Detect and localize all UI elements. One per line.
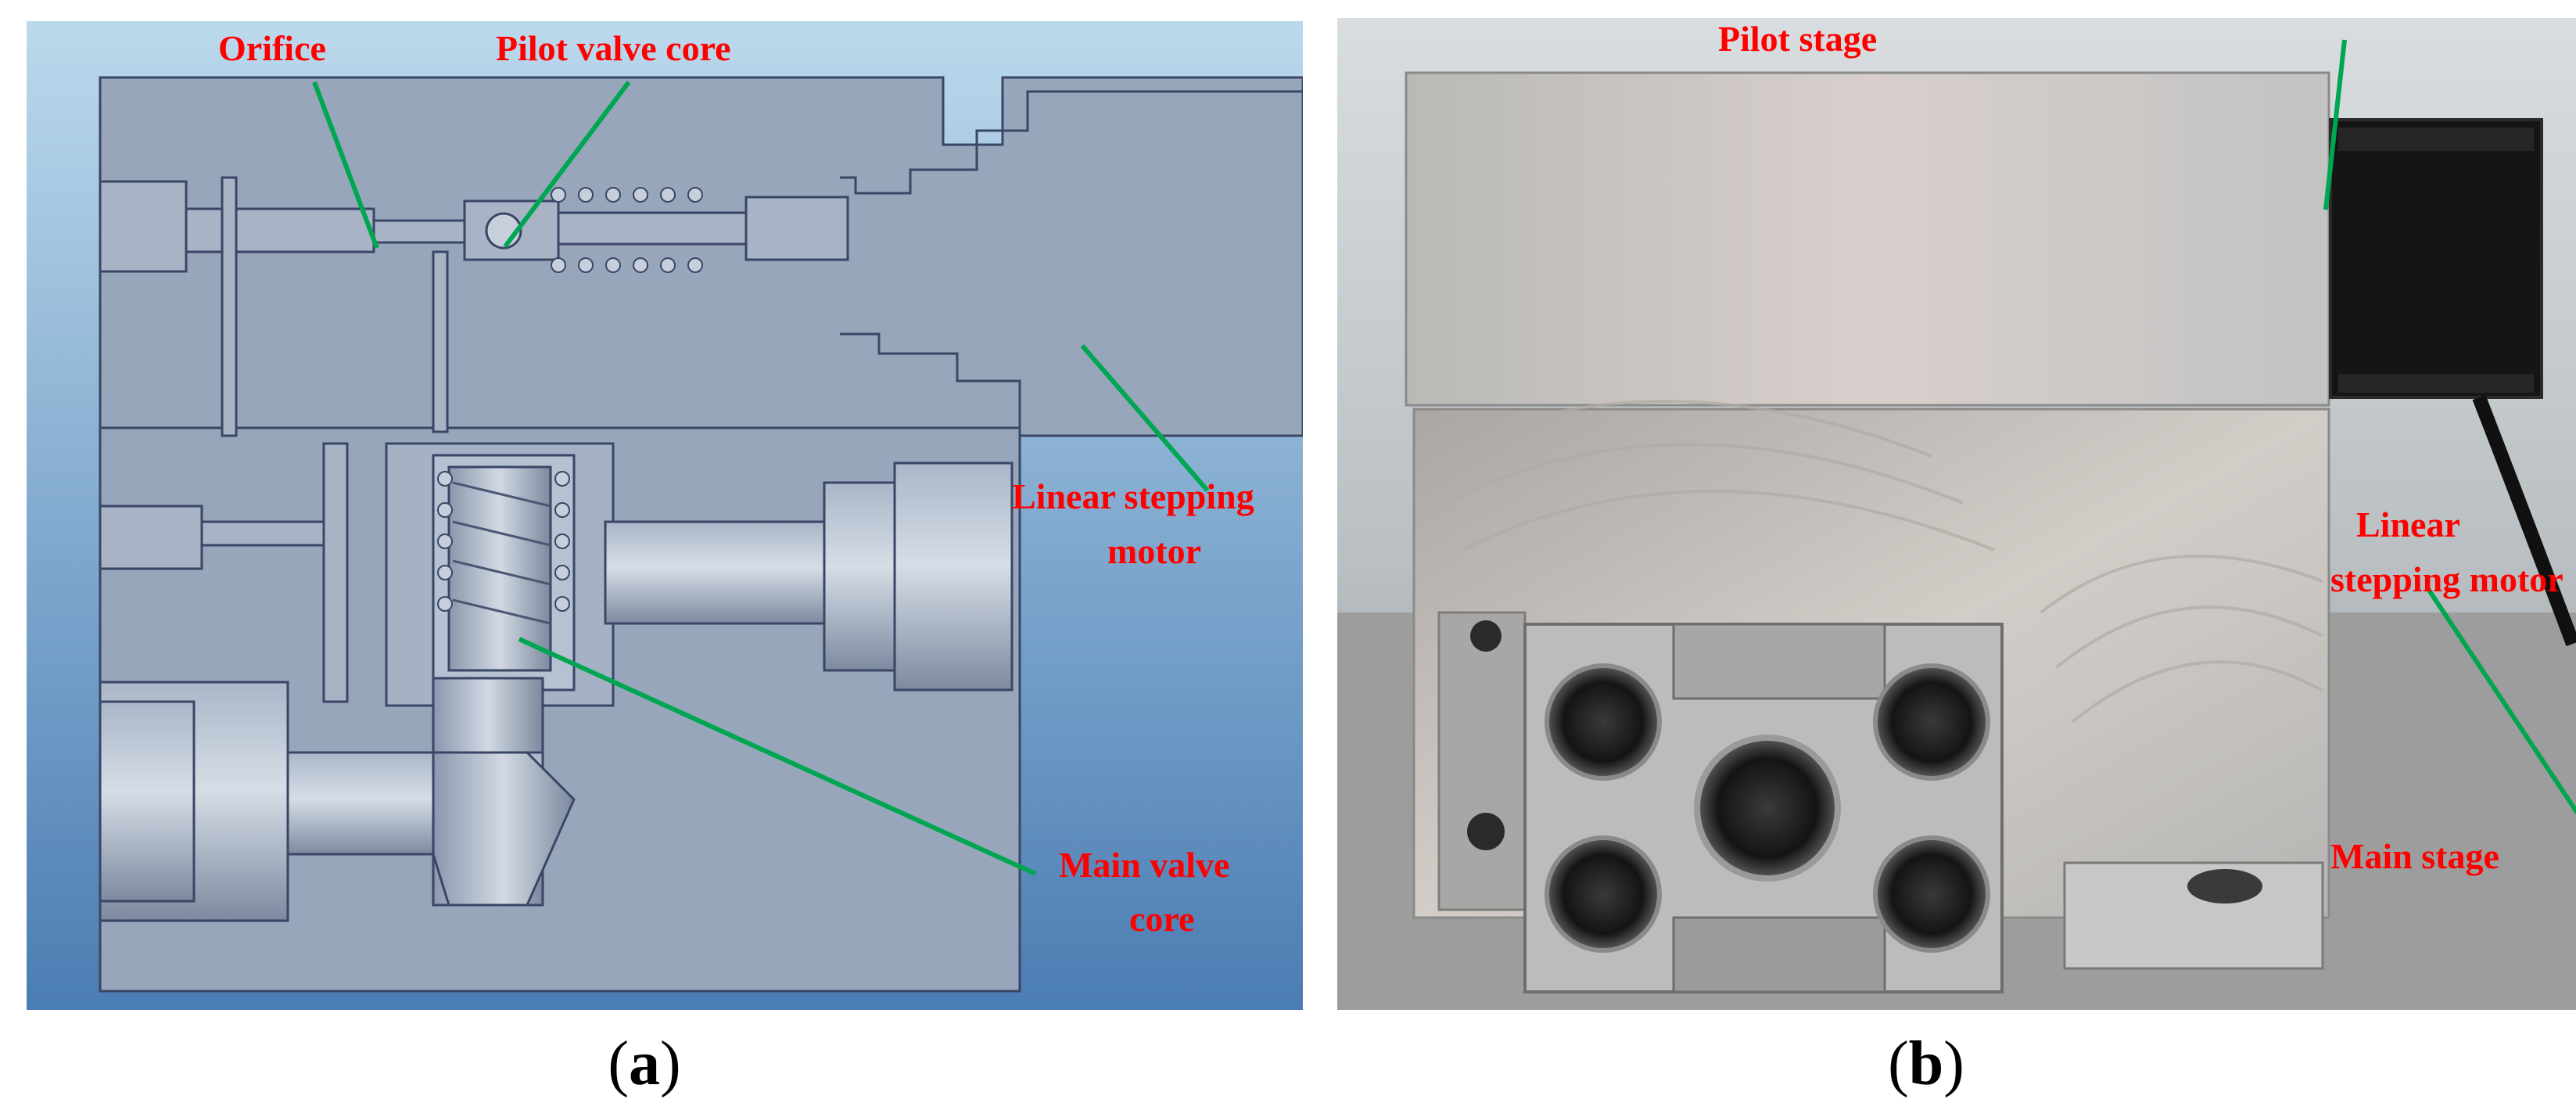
- label-linear-stepping-motor-line1: Linear stepping: [1012, 476, 1254, 516]
- caption-b-letter: b: [1908, 1029, 1944, 1098]
- label-orifice: Orifice: [218, 28, 326, 68]
- caption-b: (b): [1888, 1029, 1964, 1098]
- label-linear-stepping-motor-line2: motor: [1107, 531, 1202, 571]
- label-pilot-valve-core: Pilot valve core: [496, 28, 731, 68]
- label-main-valve-core-line2: core: [1129, 899, 1195, 939]
- label-linear-stepping-motor-line2: stepping motor: [2330, 559, 2563, 599]
- label-pilot-stage: Pilot stage: [1718, 19, 1878, 59]
- leader-main-stage: [2426, 587, 2576, 815]
- label-linear-stepping-motor-line1: Linear: [2356, 505, 2460, 544]
- leader-orifice: [312, 81, 379, 250]
- stepper-motor: [2329, 118, 2543, 399]
- pilot-stage-block: [1405, 71, 2330, 407]
- label-main-stage: Main stage: [2330, 836, 2499, 876]
- main-spring: [437, 471, 570, 612]
- leader-pilot-core: [503, 81, 631, 248]
- label-main-valve-core-line1: Main valve: [1059, 845, 1230, 885]
- leader-lines-b: [2323, 39, 2576, 815]
- pilot-spring: [551, 187, 703, 273]
- cad-cross-section-drawing: [27, 21, 1303, 1010]
- leader-main-core: [518, 637, 1037, 876]
- inlet-port: [99, 677, 576, 922]
- caption-a-letter: a: [629, 1029, 660, 1098]
- valve-photo-illustration: [1337, 18, 2576, 1010]
- leader-pilot-stage: [2323, 39, 2347, 210]
- outlet-port: [604, 462, 1014, 692]
- panel-b-valve-photo: Pilot stage Linear stepping motor Main s…: [1337, 18, 2576, 1010]
- caption-a: (a): [608, 1029, 681, 1098]
- panel-a-cad-section: Orifice Pilot valve core Linear stepping…: [27, 21, 1303, 1010]
- leader-lines: [312, 81, 1210, 876]
- leader-motor: [1080, 344, 1210, 492]
